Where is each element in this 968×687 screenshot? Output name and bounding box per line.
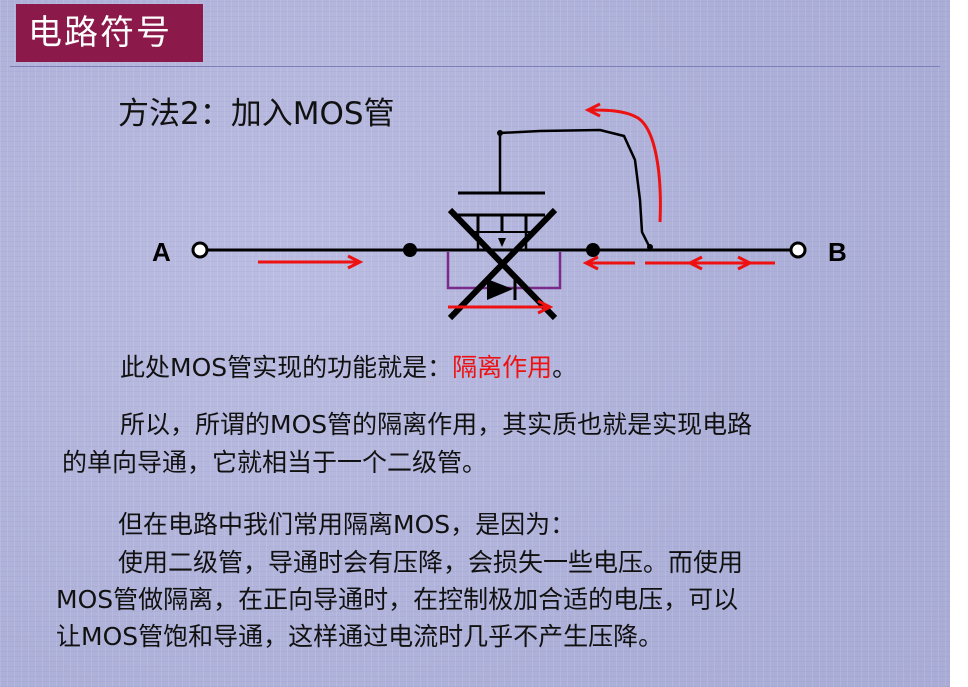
- page-margin: [950, 0, 968, 687]
- para2-line2: 的单向导通，它就相当于一个二级管。: [62, 448, 488, 477]
- function-statement: 此处MOS管实现的功能就是：隔离作用。: [120, 348, 577, 388]
- para2-line1: 所以，所谓的MOS管的隔离作用，其实质也就是实现电路: [120, 410, 753, 439]
- cross-out-line-2: [447, 207, 558, 321]
- para3-line2: 使用二级管，导通时会有压降，会损失一些电压。而使用: [118, 548, 744, 577]
- para3-line3: MOS管做隔离，在正向导通时，在控制极加合适的电压，可以: [56, 585, 739, 614]
- label-a: A: [152, 237, 171, 267]
- gate-node: [497, 130, 503, 136]
- body-diode-box: [446, 252, 562, 290]
- terminal-a: [191, 241, 209, 259]
- function-prefix: 此处MOS管实现的功能就是：: [120, 353, 453, 382]
- method-heading: 方法2：加入MOS管: [118, 96, 395, 132]
- junction-dot-left: [403, 243, 417, 257]
- slide-title: 电路符号: [16, 4, 203, 62]
- current-arrows: [258, 102, 775, 315]
- isolation-highlight: 隔离作用: [452, 353, 553, 382]
- mosfet-symbol: [458, 191, 545, 250]
- mos-circuit-diagram: A B: [152, 102, 847, 321]
- para3-line1: 但在电路中我们常用隔离MOS，是因为：: [118, 510, 576, 539]
- function-suffix: 。: [552, 353, 578, 382]
- control-junction: [647, 244, 653, 250]
- terminal-b: [789, 241, 807, 259]
- gate-control-wire: [498, 128, 652, 249]
- label-b: B: [828, 237, 847, 267]
- para3-line4: 让MOS管饱和导通，这样通过电流时几乎不产生压降。: [56, 622, 664, 651]
- body-diode-icon: [487, 279, 513, 300]
- junction-dot-right: [586, 243, 600, 257]
- title-divider: [10, 66, 940, 67]
